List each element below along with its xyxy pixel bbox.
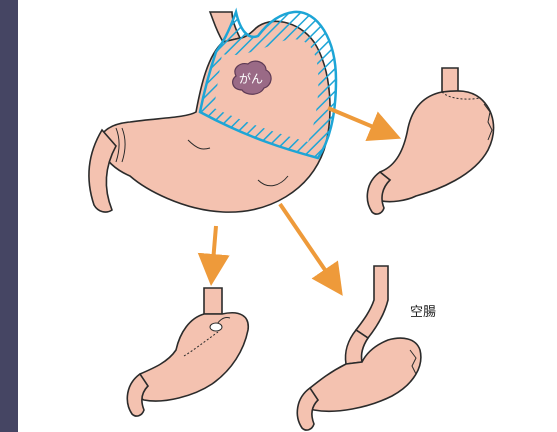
main-duodenum (89, 130, 116, 212)
left-sidebar-bar (0, 0, 18, 432)
jejunum-loop (356, 266, 388, 338)
result-bottom-left-stomach (127, 288, 248, 416)
result-bottom-right-stomach: 空腸 (297, 266, 436, 430)
arrow-to-bottom-right (280, 204, 336, 286)
result-right-stomach (367, 68, 493, 214)
arrow-to-bottom-left (212, 226, 216, 274)
jejunum-label: 空腸 (410, 305, 436, 320)
diagram-canvas: がん 空腸 (18, 0, 557, 432)
cancer-label: がん (239, 71, 263, 86)
stomach-resection-diagram: がん 空腸 (18, 0, 557, 432)
arrow-to-right (328, 108, 390, 134)
